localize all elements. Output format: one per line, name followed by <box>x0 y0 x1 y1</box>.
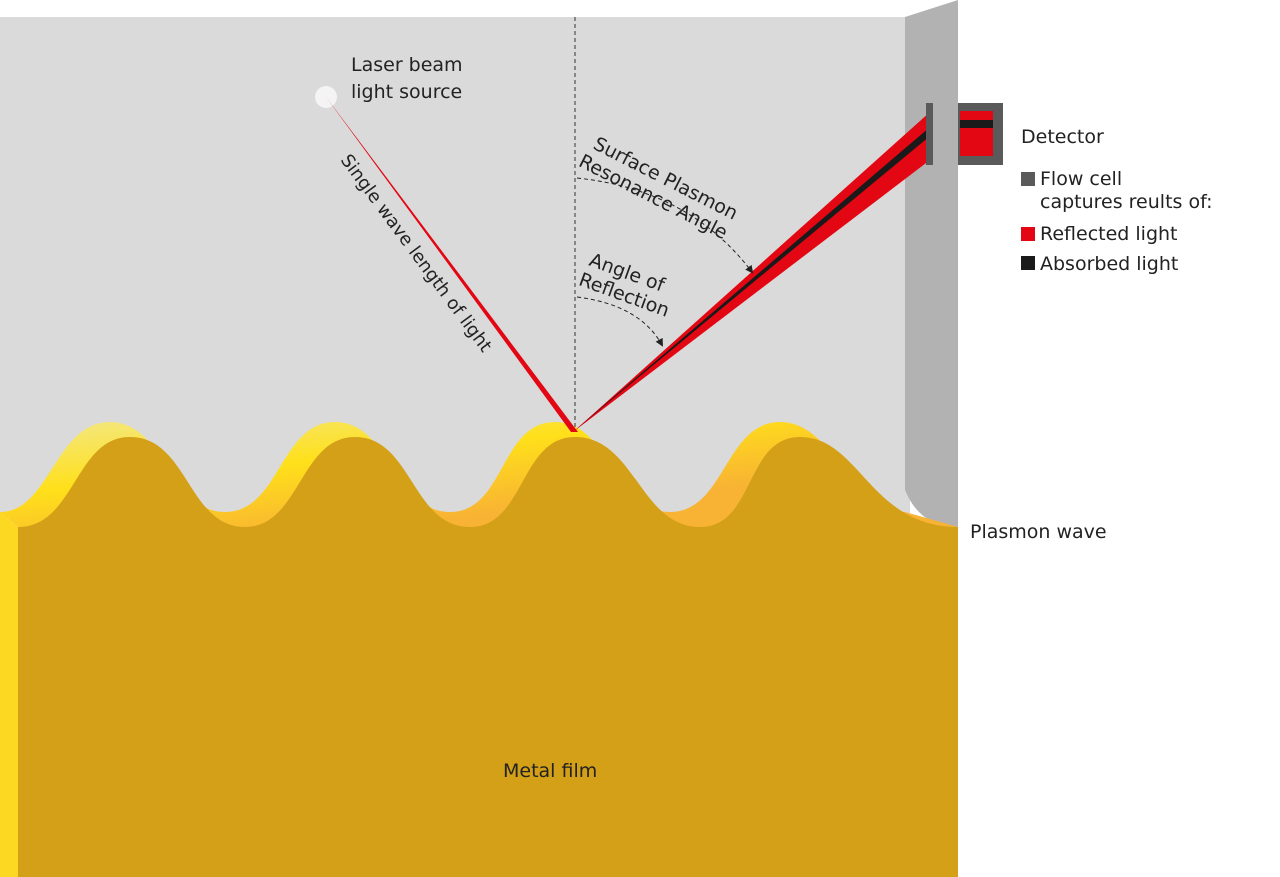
metal-film <box>18 437 958 877</box>
laser-source-label: Laser beam light source <box>351 54 469 103</box>
metal-film-side <box>0 512 18 877</box>
legend-label-absorbed: Absorbed light <box>1040 253 1178 275</box>
spr-angle-arc <box>576 177 754 274</box>
legend-swatch-absorbed <box>1021 256 1035 270</box>
plasmon-wave-crest <box>0 422 958 527</box>
incident-beam <box>326 97 578 432</box>
detector-reflected <box>960 111 993 156</box>
detector-slit <box>926 103 933 165</box>
legend-swatch-reflected <box>1021 227 1035 241</box>
legend: Flow cell captures reults of: Reflected … <box>1021 168 1213 275</box>
legend-swatch-flow-cell <box>1021 172 1035 186</box>
reflection-angle-arc <box>576 296 663 347</box>
flow-cell-wall <box>905 0 958 527</box>
plasmon-wave-label: Plasmon wave <box>970 521 1107 543</box>
legend-label-reflected: Reflected light <box>1040 223 1178 245</box>
metal-film-label: Metal film <box>503 760 597 782</box>
detector-absorbed <box>960 120 993 128</box>
legend-label-flow-cell: Flow cell captures reults of: <box>1040 168 1213 213</box>
absorbed-beam <box>575 127 930 430</box>
detector-label: Detector <box>1021 126 1104 148</box>
